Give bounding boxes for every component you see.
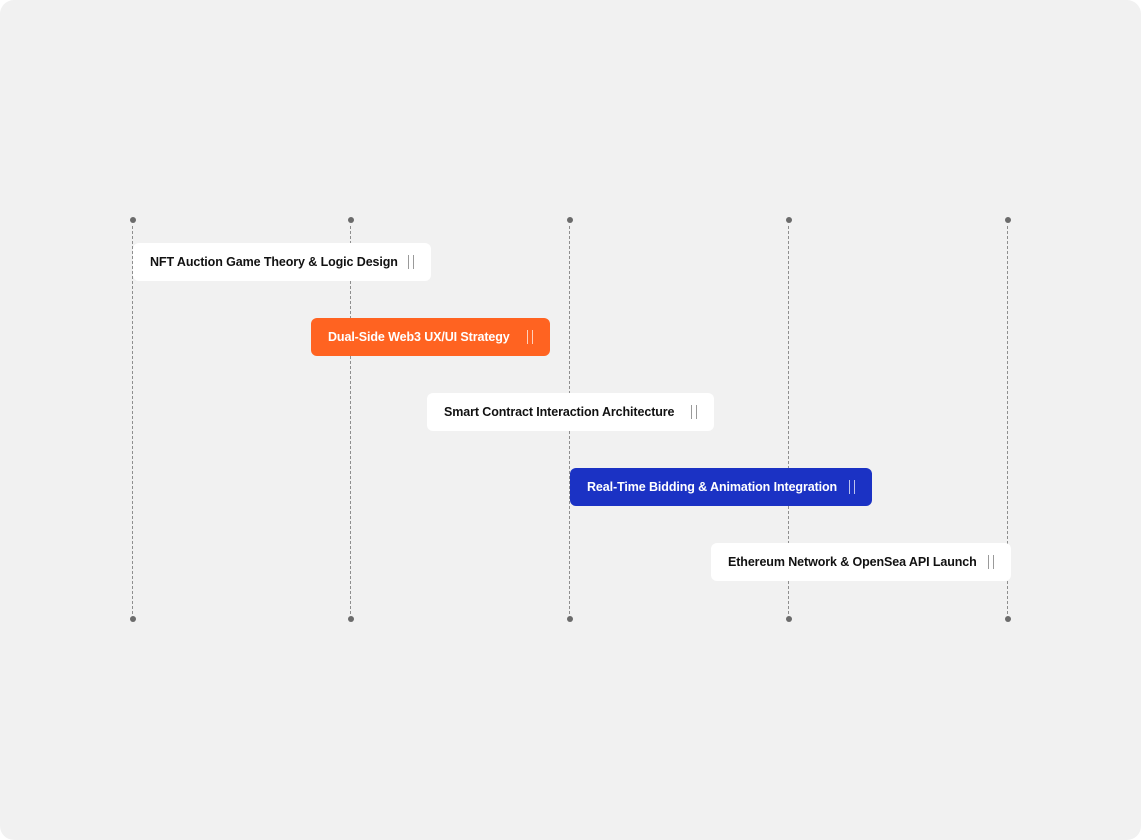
gridline-top-marker bbox=[567, 217, 573, 223]
gridline-top-marker bbox=[130, 217, 136, 223]
timeline-gridline-2 bbox=[350, 226, 351, 614]
gridline-top-marker bbox=[348, 217, 354, 223]
task-bar-nft-auction-design[interactable]: NFT Auction Game Theory & Logic Design bbox=[133, 243, 431, 281]
drag-handle-icon[interactable] bbox=[691, 404, 697, 420]
task-label: Dual-Side Web3 UX/UI Strategy bbox=[328, 330, 510, 344]
task-bar-web3-ux-strategy[interactable]: Dual-Side Web3 UX/UI Strategy bbox=[311, 318, 550, 356]
gridline-bottom-marker bbox=[348, 616, 354, 622]
task-bar-smart-contract-architecture[interactable]: Smart Contract Interaction Architecture bbox=[427, 393, 714, 431]
timeline-gridline-4 bbox=[788, 226, 789, 614]
task-label: Smart Contract Interaction Architecture bbox=[444, 405, 675, 419]
task-bar-realtime-bidding[interactable]: Real-Time Bidding & Animation Integratio… bbox=[570, 468, 872, 506]
task-label: Ethereum Network & OpenSea API Launch bbox=[728, 555, 977, 569]
drag-handle-icon[interactable] bbox=[527, 329, 533, 345]
timeline-gridline-5 bbox=[1007, 226, 1008, 614]
timeline-gridline-1 bbox=[132, 226, 133, 614]
gridline-bottom-marker bbox=[130, 616, 136, 622]
gridline-top-marker bbox=[786, 217, 792, 223]
gridline-bottom-marker bbox=[567, 616, 573, 622]
task-label: Real-Time Bidding & Animation Integratio… bbox=[587, 480, 838, 494]
task-bar-ethereum-launch[interactable]: Ethereum Network & OpenSea API Launch bbox=[711, 543, 1011, 581]
gridline-bottom-marker bbox=[1005, 616, 1011, 622]
task-label: NFT Auction Game Theory & Logic Design bbox=[150, 255, 398, 269]
gridline-bottom-marker bbox=[786, 616, 792, 622]
drag-handle-icon[interactable] bbox=[849, 479, 855, 495]
gridline-top-marker bbox=[1005, 217, 1011, 223]
drag-handle-icon[interactable] bbox=[988, 554, 994, 570]
drag-handle-icon[interactable] bbox=[408, 254, 414, 270]
